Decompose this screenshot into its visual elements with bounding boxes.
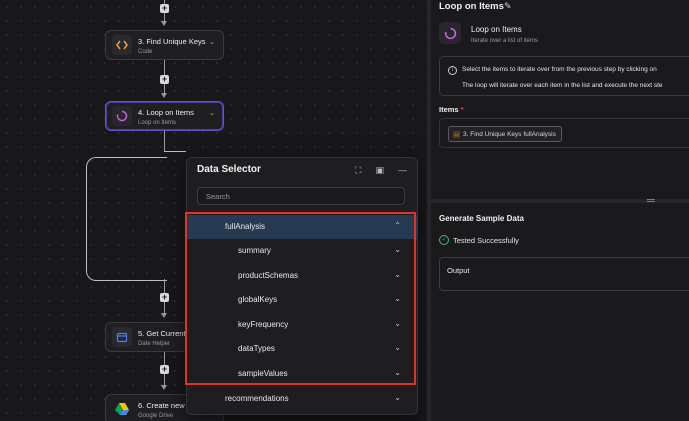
- tree-item-label: keyFrequency: [238, 320, 289, 329]
- step-description: Iterate over a list of items: [471, 38, 539, 44]
- data-selector-title: Data Selector: [197, 164, 261, 175]
- panel-title: Loop on Items: [439, 1, 504, 12]
- connector-arrow: [161, 385, 167, 390]
- output-label: Output: [447, 266, 470, 275]
- required-marker: *: [460, 105, 464, 114]
- tree-item-samplevalues[interactable]: sampleValues ⌄: [187, 362, 417, 386]
- items-input[interactable]: <> 3. Find Unique Keys fullAnalysis: [439, 118, 689, 148]
- tree-item-keyfrequency[interactable]: keyFrequency ⌄: [187, 313, 417, 337]
- tree-item-recommendations[interactable]: recommendations ⌄: [187, 387, 417, 411]
- connector-line: [164, 279, 165, 293]
- chevron-down-icon[interactable]: ⌄: [394, 319, 401, 328]
- chevron-down-icon[interactable]: ⌄: [209, 110, 215, 117]
- tree-item-globalkeys[interactable]: globalKeys ⌄: [187, 288, 417, 312]
- node-subtitle: Code: [138, 49, 153, 55]
- tree-item-label: recommendations: [225, 394, 289, 403]
- node-title: 3. Find Unique Keys: [138, 37, 206, 46]
- generate-sample-data-title: Generate Sample Data: [439, 214, 524, 223]
- connector-arrow: [161, 313, 167, 318]
- google-drive-icon: [112, 399, 132, 419]
- connector-arrow: [161, 21, 167, 26]
- info-text-line: The loop will iterate over each item in …: [462, 82, 663, 89]
- connector-arrow: [161, 93, 167, 98]
- chip-label: 3. Find Unique Keys fullAnalysis: [463, 130, 556, 138]
- output-section[interactable]: Output: [439, 257, 689, 291]
- chevron-down-icon[interactable]: ⌄: [209, 39, 215, 46]
- step-summary: Loop on Items Iterate over a list of ite…: [439, 20, 689, 50]
- tree-item-label: globalKeys: [238, 295, 278, 304]
- code-icon: [112, 35, 132, 55]
- step-name: Loop on Items: [471, 25, 522, 34]
- loop-icon: [439, 22, 461, 44]
- connector-line: [164, 131, 165, 151]
- loop-icon: [112, 106, 132, 126]
- minimize-icon[interactable]: —: [398, 165, 407, 175]
- tree-item-fullanalysis[interactable]: fullAnalysis ⌃: [187, 215, 417, 239]
- connector-line: [164, 0, 165, 4]
- connector-line: [164, 352, 165, 365]
- items-field-label: Items*: [439, 105, 464, 114]
- test-status: ✓ Tested Successfully: [439, 235, 519, 245]
- flow-node-loop-on-items[interactable]: 4. Loop on Items Loop on Items ⌄: [105, 101, 224, 131]
- connector-line: [164, 60, 165, 75]
- step-settings-panel: Loop on Items ✎ Loop on Items Iterate ov…: [431, 0, 689, 421]
- info-callout: i Select the items to iterate over from …: [439, 56, 689, 96]
- add-step-button[interactable]: +: [160, 3, 169, 13]
- chevron-down-icon[interactable]: ⌄: [394, 393, 401, 402]
- info-icon: i: [448, 66, 457, 75]
- tree-item-productschemas[interactable]: productSchemas ⌄: [187, 264, 417, 288]
- tree-item-label: summary: [238, 246, 271, 255]
- connector-line: [164, 13, 165, 22]
- tree-item-datatypes[interactable]: dataTypes ⌄: [187, 337, 417, 361]
- loop-back-connector: [86, 157, 167, 281]
- expand-icon[interactable]: ⛶: [355, 165, 362, 175]
- section-resize-handle[interactable]: [431, 199, 689, 203]
- info-text-line: Select the items to iterate over from th…: [462, 66, 657, 73]
- add-step-button[interactable]: +: [160, 74, 169, 84]
- pencil-icon[interactable]: ✎: [504, 1, 512, 11]
- chevron-down-icon[interactable]: ⌄: [394, 343, 401, 352]
- code-icon: <>: [453, 130, 460, 138]
- data-selector-toolbar: ⛶ ▣ —: [355, 166, 407, 175]
- chevron-down-icon[interactable]: ⌄: [394, 245, 401, 254]
- node-subtitle: Loop on Items: [138, 120, 177, 126]
- node-title: 6. Create new f: [138, 401, 189, 410]
- tree-item-summary[interactable]: summary ⌄: [187, 239, 417, 263]
- connector-line: [164, 374, 165, 386]
- chevron-up-icon[interactable]: ⌃: [394, 221, 401, 230]
- drag-grip-icon[interactable]: [647, 199, 655, 203]
- panel-resize-handle[interactable]: [427, 0, 431, 421]
- calendar-icon: [112, 327, 132, 347]
- add-step-button[interactable]: +: [160, 364, 169, 374]
- tree-item-label: fullAnalysis: [225, 222, 266, 231]
- connector-line: [164, 302, 165, 314]
- connector-line: [164, 84, 165, 94]
- connector-line: [164, 151, 186, 152]
- test-status-text: Tested Successfully: [453, 235, 519, 245]
- data-selector-search-input[interactable]: [197, 187, 405, 205]
- chevron-down-icon[interactable]: ⌄: [394, 368, 401, 377]
- node-subtitle: Date Helper: [138, 341, 171, 347]
- tree-item-label: dataTypes: [238, 344, 275, 353]
- node-title: 5. Get Current D: [138, 329, 194, 338]
- flow-node-find-unique-keys[interactable]: 3. Find Unique Keys Code ⌄: [105, 30, 224, 60]
- node-title: 4. Loop on Items: [138, 108, 194, 117]
- add-step-button[interactable]: +: [160, 292, 169, 302]
- data-reference-chip[interactable]: <> 3. Find Unique Keys fullAnalysis: [448, 126, 562, 142]
- chevron-down-icon[interactable]: ⌄: [394, 294, 401, 303]
- chevron-down-icon[interactable]: ⌄: [394, 270, 401, 279]
- tree-item-label: productSchemas: [238, 271, 299, 280]
- dock-panel-icon[interactable]: ▣: [375, 165, 384, 175]
- node-subtitle: Google Drive: [138, 413, 174, 419]
- items-label-text: Items: [439, 105, 459, 114]
- tree-item-label: sampleValues: [238, 369, 288, 378]
- check-circle-icon: ✓: [439, 235, 449, 245]
- data-selector-panel: Data Selector ⛶ ▣ — fullAnalysis ⌃ summa…: [186, 157, 418, 415]
